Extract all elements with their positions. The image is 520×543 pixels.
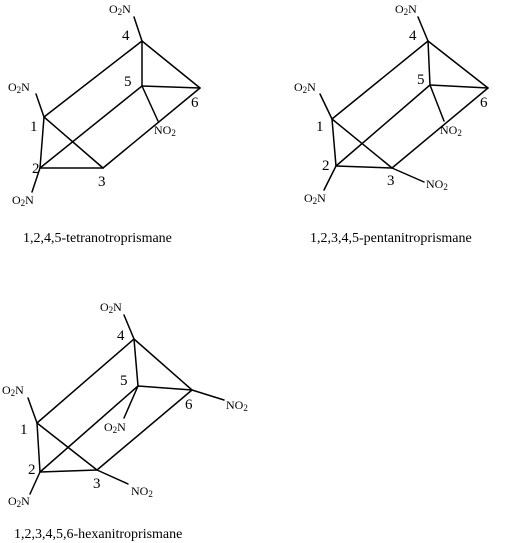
molecule-pentanitroprismane: 1 2 3 4 5 6 O2N O2N O2N NO2 NO2 1,2,3,4,… — [294, 2, 489, 246]
nitro-group-label: NO2 — [131, 484, 153, 499]
atom-number-4: 4 — [409, 28, 417, 44]
nitro-group-label: NO2 — [226, 398, 248, 413]
atom-number-6: 6 — [191, 95, 199, 111]
atom-numbers: 1 2 3 4 5 6 — [20, 328, 193, 492]
molecule-tetranitroprismane: 1 2 3 4 5 6 O2N O2N O2N NO2 1,2,4,5-tetr… — [8, 2, 201, 246]
nitro-group-label: O2N — [395, 2, 417, 17]
atom-number-6: 6 — [185, 397, 193, 413]
nitro-group-label: O2N — [294, 80, 316, 95]
atom-number-3: 3 — [387, 173, 395, 189]
nitro-bonds — [319, 16, 445, 191]
prismane-skeleton — [36, 338, 193, 473]
nitro-group-label: O2N — [104, 420, 126, 435]
nitro-bonds — [31, 16, 159, 193]
nitro-group-label: O2N — [109, 2, 131, 17]
nitro-group-label: NO2 — [426, 177, 448, 192]
atom-number-3: 3 — [93, 476, 101, 492]
atom-number-1: 1 — [30, 119, 38, 135]
atom-number-2: 2 — [28, 462, 36, 478]
atom-number-5: 5 — [417, 72, 425, 88]
molecule-caption: 1,2,4,5-tetranotroprismane — [23, 231, 172, 246]
nitro-group-label: O2N — [304, 191, 326, 206]
nitro-group-label: O2N — [100, 300, 122, 315]
nitro-groups: O2N O2N O2N NO2 — [8, 2, 176, 208]
nitro-group-label: NO2 — [440, 123, 462, 138]
atom-number-1: 1 — [20, 422, 28, 438]
nitro-group-label: NO2 — [154, 123, 176, 138]
molecule-caption: 1,2,3,4,5,6-hexanitroprismane — [14, 527, 182, 542]
atom-number-5: 5 — [120, 373, 128, 389]
atom-number-1: 1 — [316, 119, 324, 135]
atom-number-4: 4 — [117, 328, 125, 344]
nitro-groups: O2N O2N O2N O2N NO2 NO2 — [2, 300, 248, 509]
atom-number-6: 6 — [480, 95, 488, 111]
nitro-bonds — [27, 314, 225, 495]
nitro-group-label: O2N — [2, 383, 24, 398]
atom-number-4: 4 — [122, 28, 130, 44]
atom-number-3: 3 — [98, 174, 106, 190]
molecule-hexanitroprismane: 1 2 3 4 5 6 O2N O2N O2N O2N NO2 NO2 1,2,… — [2, 300, 248, 542]
atom-number-2: 2 — [322, 158, 330, 174]
molecule-caption: 1,2,3,4,5-pentanitroprismane — [310, 231, 472, 246]
prismane-skeleton — [39, 40, 201, 169]
atom-number-5: 5 — [124, 74, 132, 90]
atom-numbers: 1 2 3 4 5 6 — [30, 28, 199, 190]
nitro-group-label: O2N — [8, 80, 30, 95]
nitro-group-label: O2N — [12, 193, 34, 208]
atom-numbers: 1 2 3 4 5 6 — [316, 28, 488, 189]
nitro-groups: O2N O2N O2N NO2 NO2 — [294, 2, 462, 206]
nitro-group-label: O2N — [8, 494, 30, 509]
prismane-skeleton — [331, 40, 489, 169]
atom-number-2: 2 — [32, 161, 40, 177]
